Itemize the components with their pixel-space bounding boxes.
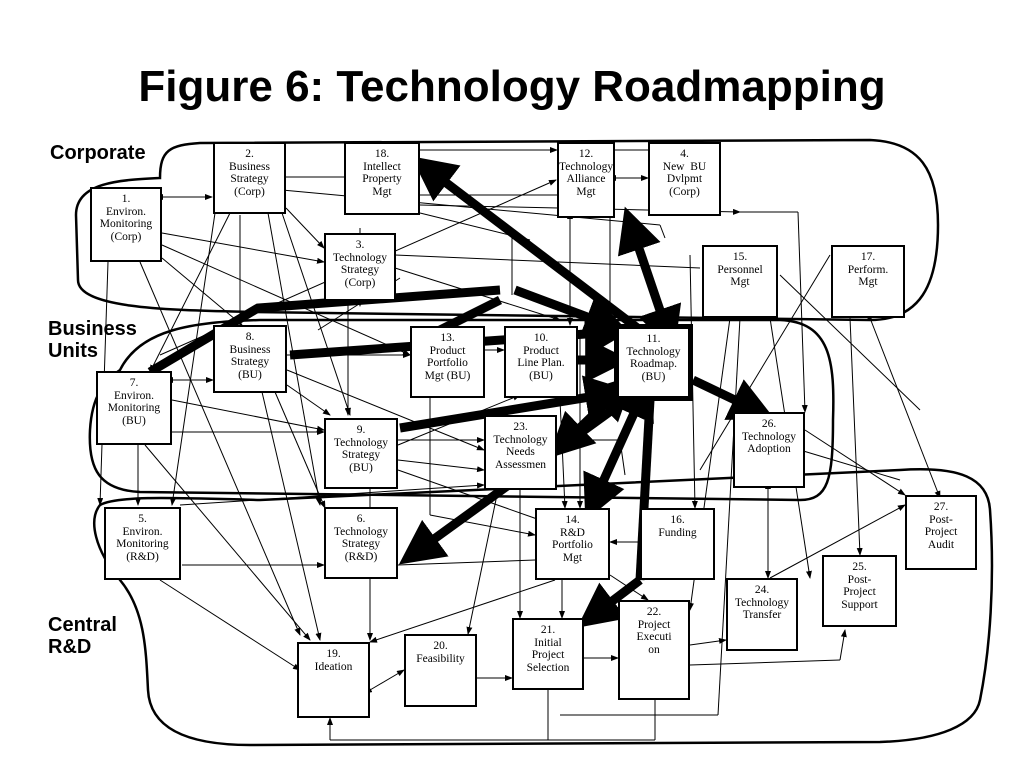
node-22-project-execution: 22. Project Executi on [618,600,690,700]
node-2-business-strategy-corp: 2. Business Strategy (Corp) [213,142,286,214]
node-4-new-bu-dvlpmt: 4. New BU Dvlpmt (Corp) [648,142,721,216]
node-21-initial-project-selection: 21. Initial Project Selection [512,618,584,690]
node-19-ideation: 19. Ideation [297,642,370,718]
node-12-technology-alliance-mgt: 12. Technology Alliance Mgt [557,142,615,218]
node-9-technology-strategy-bu: 9. Technology Strategy (BU) [324,418,398,489]
node-16-funding: 16. Funding [640,508,715,580]
node-5-environ-monitoring-rd: 5. Environ. Monitoring (R&D) [104,507,181,580]
section-label-corporate: Corporate [50,142,146,164]
node-10-product-line-plan: 10. Product Line Plan. (BU) [504,326,578,398]
section-label-business-units: Business Units [48,318,137,362]
region-business-units [88,318,835,502]
node-6-technology-strategy-rd: 6. Technology Strategy (R&D) [324,507,398,579]
node-1-environ-monitoring-corp: 1. Environ. Monitoring (Corp) [90,187,162,262]
node-24-technology-transfer: 24. Technology Transfer [726,578,798,651]
node-15-personnel-mgt: 15. Personnel Mgt [702,245,778,318]
node-3-technology-strategy-corp: 3. Technology Strategy (Corp) [324,233,396,301]
node-26-technology-adoption: 26. Technology Adoption [733,412,805,488]
node-23-technology-needs-assessment: 23. Technology Needs Assessmen [484,415,557,490]
node-11-technology-roadmap: 11. Technology Roadmap. (BU) [614,324,693,401]
node-17-perform-mgt: 17. Perform. Mgt [831,245,905,318]
section-label-central-rd: Central R&D [48,614,117,658]
node-7-environ-monitoring-bu: 7. Environ. Monitoring (BU) [96,371,172,445]
node-18-intellect-property-mgt: 18. Intellect Property Mgt [344,142,420,215]
node-14-rd-portfolio-mgt: 14. R&D Portfolio Mgt [535,508,610,580]
node-25-post-project-support: 25. Post- Project Support [822,555,897,627]
node-8-business-strategy-bu: 8. Business Strategy (BU) [213,325,287,393]
node-20-feasibility: 20. Feasibility [404,634,477,707]
node-27-post-project-audit: 27. Post- Project Audit [905,495,977,570]
figure-title: Figure 6: Technology Roadmapping [138,62,886,111]
node-13-product-portfolio-mgt: 13. Product Portfolio Mgt (BU) [410,326,485,398]
